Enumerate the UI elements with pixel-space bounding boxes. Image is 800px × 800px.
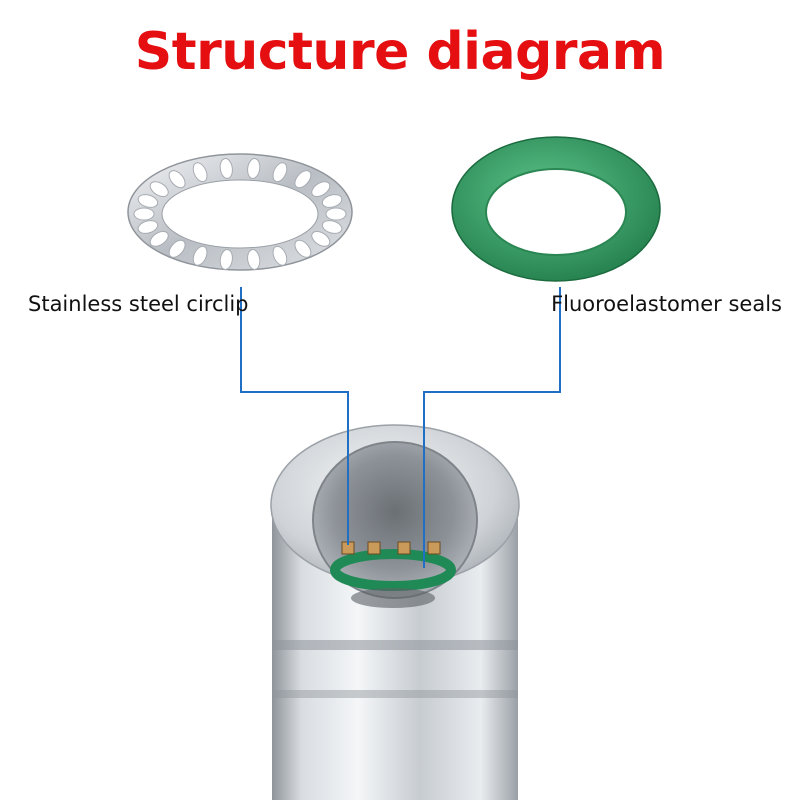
circlip-leader-line [240,287,349,545]
seals-label: Fluoroelastomer seals [551,292,782,316]
bore-circlip-tooth [427,541,441,555]
circlip-illustration [127,153,353,271]
fitting-groove-upper [272,640,518,650]
circlip-tooth [192,162,208,183]
fitting-bore-depth [351,588,435,608]
bore-circlip-tooth [367,541,381,555]
circlip-inner-hole [161,179,319,249]
circlip-teeth [133,158,347,270]
circlip-tooth [311,231,331,247]
circlip-tooth [321,194,343,208]
fitting-seal-ring [330,549,456,591]
circlip-tooth [137,194,159,208]
circlip-tooth [192,245,208,266]
circlip-tooth [321,220,343,234]
circlip-tooth [168,239,186,258]
leader-lines [240,287,561,568]
seals-leader-line [423,287,561,568]
circlip-tooth [294,170,312,189]
circlip-tooth [133,207,155,221]
circlip-tooth [294,239,312,258]
circlip-tooth [272,245,288,266]
diagram-title: Structure diagram [134,22,666,82]
circlip-tooth [247,249,261,270]
circlip-tooth [149,181,169,197]
fitting-groove-lower [272,690,518,698]
oring-illustration [451,136,661,282]
circlip-tooth [247,158,261,179]
circlip-tooth [272,162,288,183]
bore-circlip-tooth [397,541,411,555]
circlip-tooth [219,158,233,179]
circlip-tooth [311,181,331,197]
circlip-tooth [137,220,159,234]
circlip-label: Stainless steel circlip [28,292,249,316]
oring-inner-hole [485,168,627,256]
circlip-tooth [149,231,169,247]
circlip-tooth [325,207,347,221]
fitting-circlip-teeth [341,541,441,555]
fitting-illustration [270,424,520,800]
circlip-tooth [168,170,186,189]
circlip-tooth [219,249,233,270]
